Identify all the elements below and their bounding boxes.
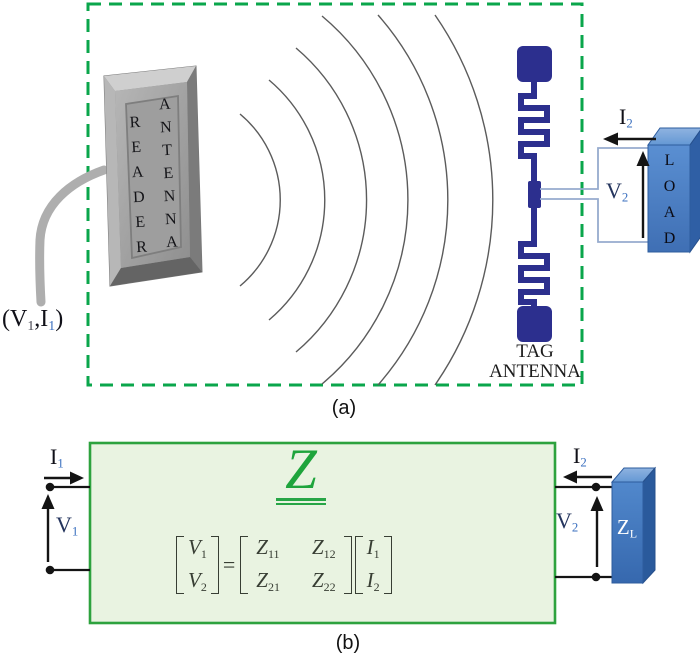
reader-cable (35, 165, 109, 307)
load-box-label: LOAD (661, 152, 678, 256)
v1-element: V1 (188, 535, 207, 562)
v-vector: V1 V2 (184, 534, 211, 596)
bracket-left (354, 536, 363, 595)
v2-element: V2 (188, 568, 207, 595)
voltage2-label-b: V2 (556, 508, 578, 536)
wave-arcs-icon (239, 14, 494, 386)
equals-sign: = (222, 552, 236, 578)
voltage2-base-a: V (606, 178, 622, 203)
current1-base-b: I (50, 444, 58, 469)
z-matrix: Z11 Z12 Z21 Z22 (248, 534, 343, 596)
port2-wires (555, 485, 614, 579)
current1-label-b: I1 (50, 444, 64, 472)
port1-v-subscript: 1 (27, 318, 35, 334)
voltage2-arrow-a (636, 151, 650, 238)
z-symbol-char: Z (285, 438, 317, 501)
current2-arrow-b (563, 470, 612, 484)
voltage1-label-b: V1 (56, 512, 78, 540)
current1-sub-b: 1 (57, 456, 64, 471)
current2-label-a: I2 (619, 104, 633, 132)
caption-a: (a) (331, 397, 357, 419)
voltage2-base-b: V (556, 508, 572, 533)
bracket-right (210, 536, 219, 595)
port2-terminal-top (591, 482, 601, 492)
z-underline-1 (276, 498, 326, 501)
zl-box-label: ZL (611, 515, 643, 542)
z12-element: Z12 (311, 535, 336, 562)
z-matrix-equation: V1 V2 = Z11 Z12 Z21 Z22 I1 I2 (176, 534, 392, 596)
current1-arrow-b (44, 471, 84, 485)
zl-sub: L (629, 526, 638, 541)
voltage1-base-b: V (56, 512, 72, 537)
current2-base-a: I (619, 104, 627, 129)
z-underline-2 (276, 503, 326, 505)
voltage2-sub-a: 2 (621, 190, 629, 205)
dashed-boundary (86, 2, 584, 387)
z21-element: Z21 (256, 568, 280, 595)
tag-label-line2: ANTENNA (489, 360, 581, 382)
current2-arrow-a (603, 132, 656, 146)
tag-antenna-label: TAG ANTENNA (478, 342, 592, 382)
z11-element: Z11 (256, 535, 280, 562)
zl-base: Z (616, 515, 630, 539)
z-network-symbol: Z (276, 438, 326, 505)
current2-base-b: I (573, 443, 581, 468)
i-vector: I1 I2 (363, 534, 384, 596)
bracket-left (240, 536, 249, 595)
port1-i-subscript: 1 (48, 318, 56, 334)
current2-label-b: I2 (573, 443, 587, 471)
zl-box-graphic (610, 466, 657, 585)
voltage1-sub-b: 1 (71, 524, 79, 539)
load-connection-wires (540, 147, 650, 243)
i2-element: I2 (366, 568, 380, 595)
caption-b: (b) (335, 632, 361, 654)
port1-vi-open: (V (2, 306, 28, 332)
reader-antenna-graphic (103, 65, 203, 287)
port2-terminal-bottom (591, 572, 601, 582)
voltage2-arrow-b (590, 496, 604, 567)
current2-sub-b: 2 (580, 455, 587, 470)
load-box-graphic (647, 127, 700, 254)
port1-wires (50, 485, 90, 572)
port1-terminal-top (45, 482, 55, 492)
two-port-network-box (88, 441, 557, 625)
tag-label-line1: TAG (516, 341, 554, 362)
i1-element: I1 (366, 535, 380, 562)
port1-terminal-bottom (45, 565, 55, 575)
bracket-right (383, 536, 392, 595)
bracket-left (176, 536, 184, 595)
port1-vi-mid: ,I (34, 306, 49, 332)
port1-vi-label: (V1,I1) (2, 306, 63, 335)
voltage2-sub-b: 2 (571, 520, 579, 535)
voltage2-label-a: V2 (606, 178, 628, 206)
port1-vi-close: ) (55, 306, 64, 332)
tag-antenna-graphic (517, 46, 552, 342)
current2-sub-a: 2 (626, 116, 633, 131)
bracket-right (343, 536, 352, 595)
z22-element: Z22 (311, 568, 336, 595)
voltage1-arrow-b (41, 494, 55, 562)
